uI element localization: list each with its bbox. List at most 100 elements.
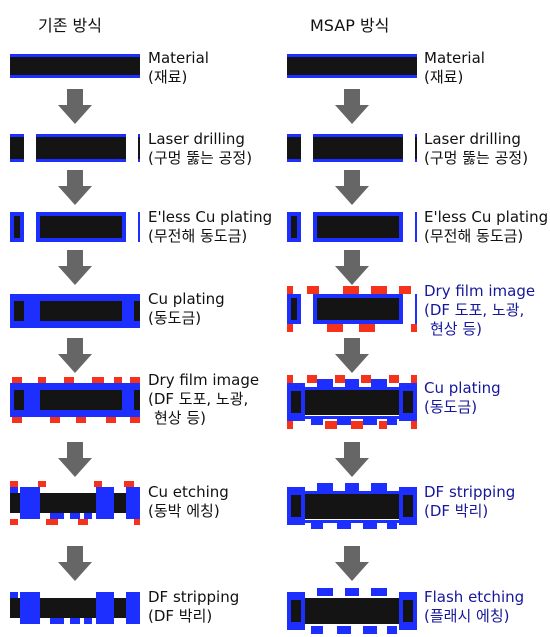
down-arrow-icon [335,442,369,477]
step-description: (무전해 동도금) [148,227,248,245]
step-name: Laser drilling [148,130,245,148]
step-name: Cu etching [148,483,229,501]
step-label-msap-6: DF stripping(DF 박리) [424,483,515,521]
substrate-segment [313,137,403,159]
step-description-cont: 현상 등) [430,320,483,338]
down-arrow-icon [335,546,369,581]
substrate-segment [36,137,126,159]
dry-film [92,377,104,383]
down-arrow-icon [58,338,92,373]
seed-copper [287,416,417,419]
dry-film [38,377,46,383]
substrate-core [287,389,417,415]
board-msap-7 [287,588,417,634]
substrate-segment [291,298,297,320]
substrate-segment [415,137,417,159]
copper-trace [84,618,92,624]
copper-trace [10,487,18,493]
step-description: (재료) [424,68,464,86]
substrate-segment [403,495,413,517]
copper-trace [20,487,40,519]
step-description: (동도금) [424,398,478,416]
arrow-msap-1 [335,89,369,124]
dry-film [106,417,116,423]
copper-trace [345,483,359,491]
dry-film [38,481,46,487]
copper-trace [371,379,387,387]
copper-trace [317,483,333,491]
dry-film [351,421,363,429]
arrow-msap-3 [335,250,369,285]
arrow-msap-6 [335,546,369,581]
dry-film [78,519,88,525]
down-arrow-icon [335,338,369,373]
arrow-conventional-5 [58,442,92,477]
step-description: (DF 박리) [424,502,489,520]
copper-trace [84,513,92,519]
down-arrow-icon [58,442,92,477]
step-label-conventional-7: DF stripping(DF 박리) [148,588,239,626]
substrate-segment [291,600,301,622]
step-description: (무전해 동도금) [424,227,524,245]
dry-film [50,417,60,423]
substrate-segment [403,391,413,413]
step-description: (재료) [148,68,188,86]
copper-trace [371,588,387,596]
substrate-core [287,57,417,75]
seed-copper [287,491,417,494]
dry-film [411,324,417,332]
dry-film [287,324,293,332]
down-arrow-icon [58,170,92,205]
substrate-segment [40,301,122,321]
seed-copper [287,387,417,390]
step-label-conventional-6: Cu etching(동박 에칭) [148,483,229,521]
down-arrow-icon [58,89,92,124]
copper-trace [387,521,397,529]
copper-trace [371,483,387,491]
step-description: (DF 박리) [148,607,213,625]
step-name: DF stripping [148,588,240,606]
step-name: E'less Cu plating [424,208,549,226]
board-msap-4 [287,286,417,332]
substrate-segment [14,216,20,238]
board-conventional-4 [10,294,140,328]
copper-trace [345,379,359,387]
substrate-segment [40,390,122,410]
step-description: (DF 도포, 노광, [424,301,525,319]
dry-film [371,286,387,294]
substrate-segment [317,298,399,320]
arrow-conventional-1 [58,89,92,124]
substrate-segment [138,137,140,159]
dry-film [379,421,387,429]
dry-film [130,417,140,423]
down-arrow-icon [335,170,369,205]
seed-copper [287,520,417,523]
substrate-core [10,57,140,75]
copper-trace [337,626,351,634]
board-conventional-6 [10,481,140,525]
right-column-title: MSAP 방식 [310,16,390,35]
dry-film [335,375,345,383]
step-description: (플래시 에칭) [424,607,510,625]
down-arrow-icon [58,546,92,581]
step-description: (DF 도포, 노광, [148,390,249,408]
dry-film [46,519,58,525]
substrate-segment [134,301,140,321]
step-name: DF stripping [424,483,516,501]
substrate-segment [14,390,24,410]
dry-film [130,377,140,383]
step-name: Laser drilling [424,130,521,148]
copper-trace [50,618,64,624]
dry-film [12,377,22,383]
copper-trace [317,379,333,387]
step-description-cont: 현상 등) [154,409,207,427]
dry-film [114,377,122,383]
step-label-conventional-3: E'less Cu plating(무전해 동도금) [148,208,272,246]
step-label-conventional-1: Material(재료) [148,49,209,87]
copper-trace [50,513,64,519]
board-conventional-5 [10,377,140,423]
arrow-conventional-4 [58,338,92,373]
down-arrow-icon [335,89,369,124]
copper-trace [311,521,323,529]
arrow-conventional-3 [58,250,92,285]
